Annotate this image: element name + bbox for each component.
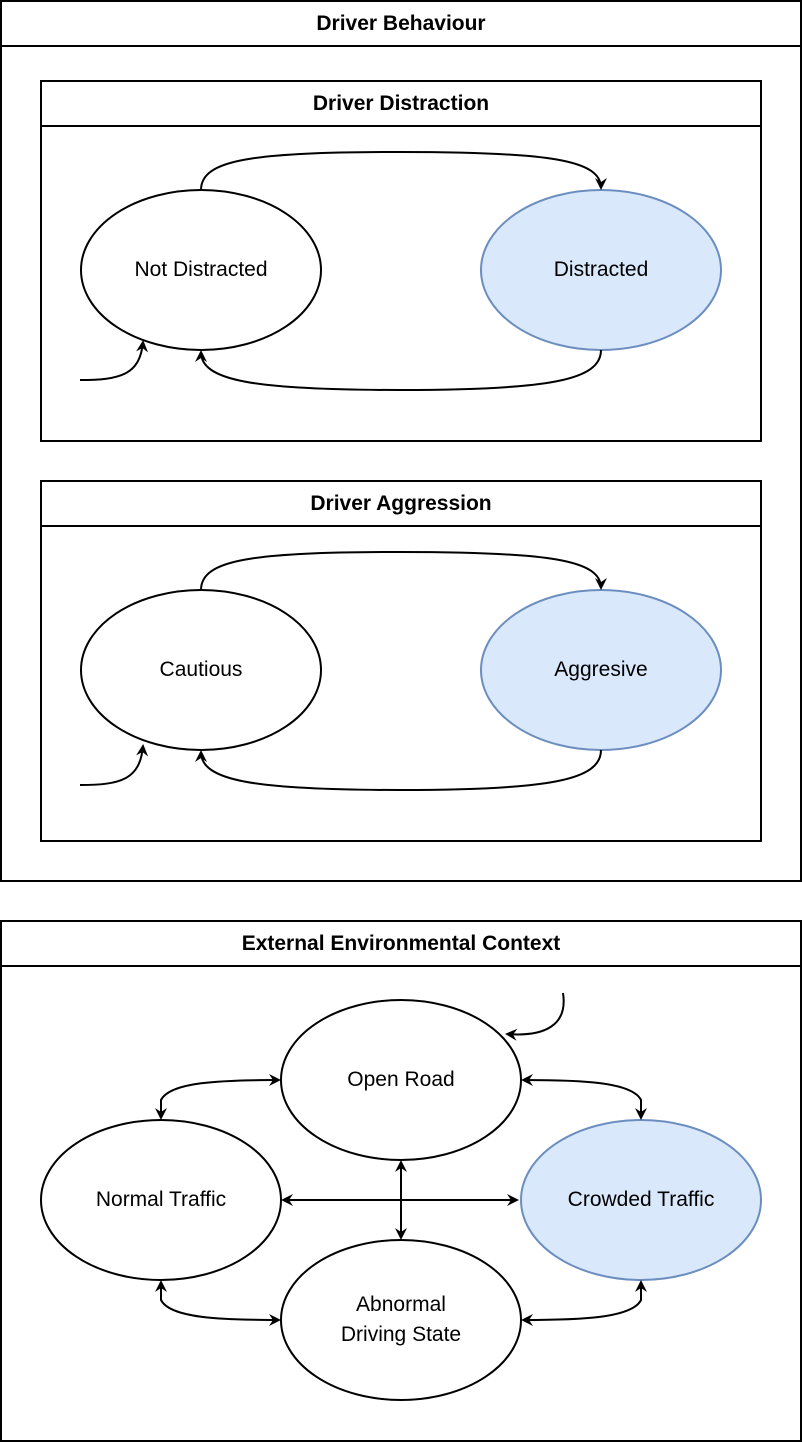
label-aggressive: Aggresive [554, 658, 648, 681]
label-distracted: Distracted [553, 258, 649, 281]
label-crowded-traffic: Crowded Traffic [567, 1188, 715, 1211]
label-abnormal-driving: Abnormal Driving State [340, 1293, 462, 1346]
label-not-distracted: Not Distracted [134, 258, 268, 281]
driver-aggression-title: Driver Aggression [42, 482, 760, 527]
label-normal-traffic: Normal Traffic [95, 1188, 227, 1211]
label-open-road: Open Road [347, 1068, 455, 1091]
driver-distraction-title: Driver Distraction [42, 82, 760, 127]
external-context-title: External Environmental Context [2, 922, 800, 967]
driver-behaviour-title: Driver Behaviour [2, 2, 800, 47]
label-cautious: Cautious [159, 658, 243, 681]
